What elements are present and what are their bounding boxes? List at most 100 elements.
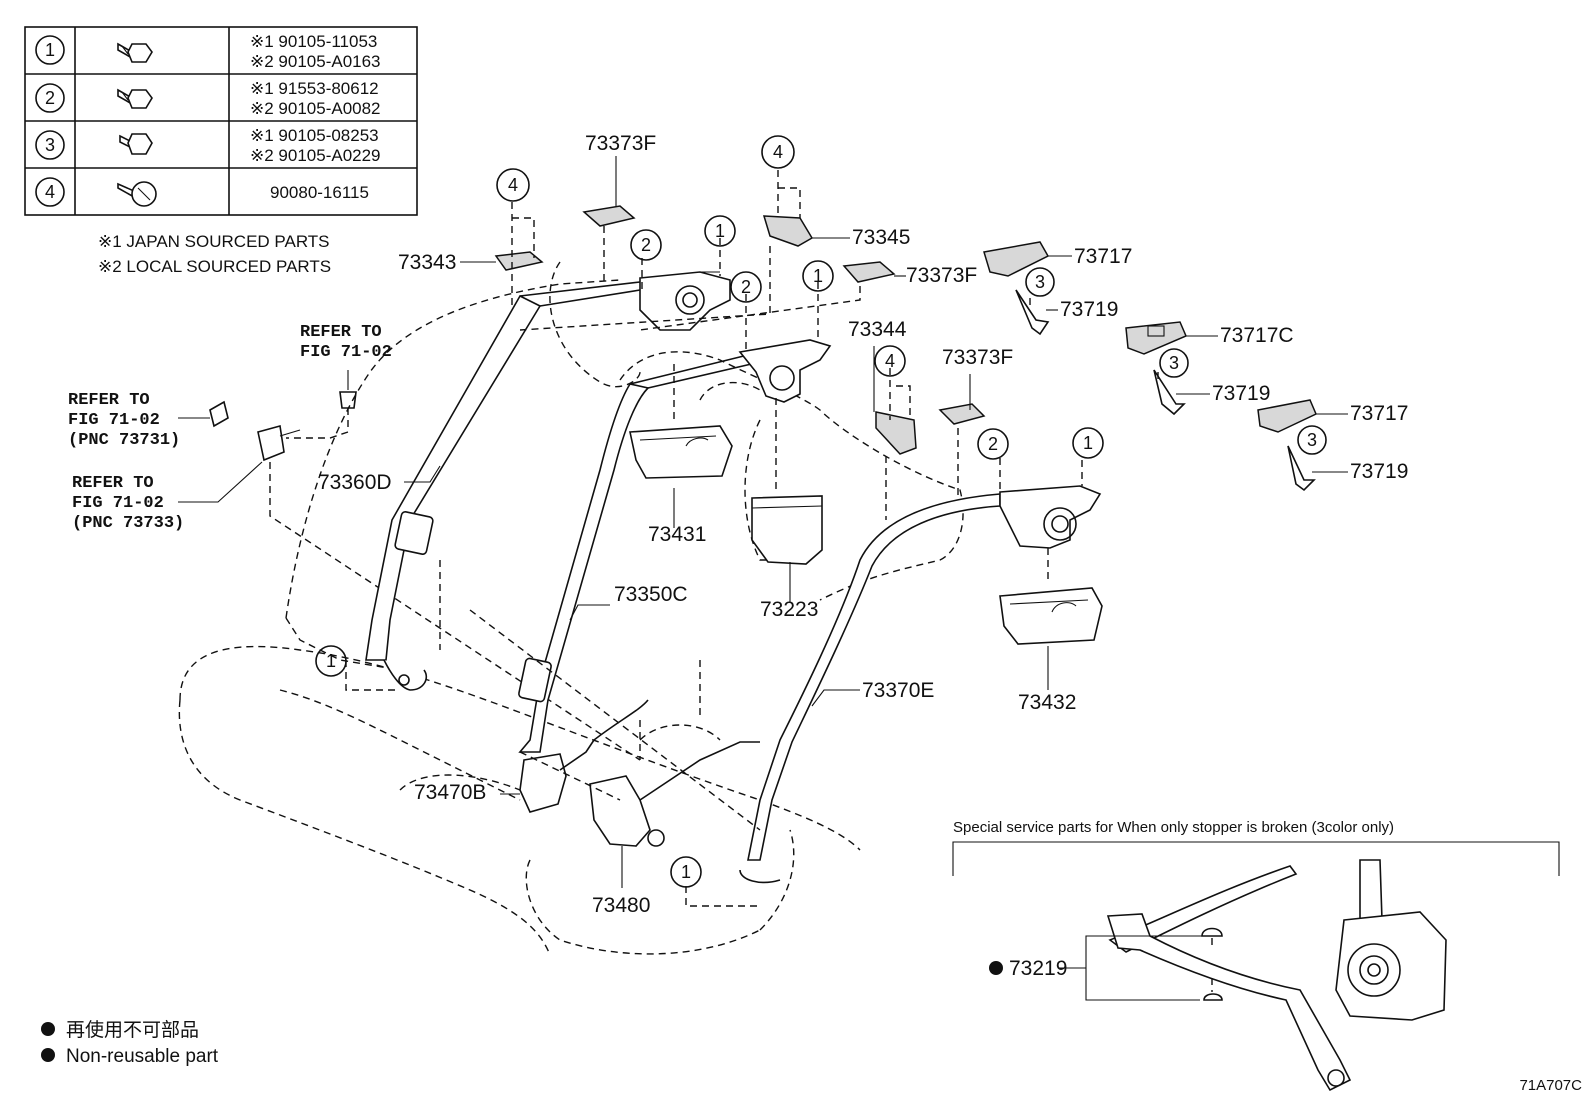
clip-icon — [257, 424, 301, 462]
legend-jp: 再使用不可部品 — [66, 1019, 199, 1041]
svg-text:3: 3 — [1035, 272, 1045, 292]
diagram-code: 71A707C — [1519, 1077, 1582, 1094]
table-row: 1 ※1 90105-11053 ※2 90105-A0163 — [35, 32, 381, 71]
rear-seat-outline — [178, 261, 964, 956]
refer-note-line: (PNC 73733) — [72, 514, 184, 533]
svg-text:3: 3 — [1307, 430, 1317, 450]
bolt-icon — [117, 88, 153, 109]
part-label: 73360D — [318, 471, 392, 494]
part-label: 73370E — [862, 679, 934, 702]
buckle-73480 — [589, 741, 760, 847]
svg-text:1: 1 — [681, 862, 691, 882]
legend: 再使用不可部品 Non-reusable part — [41, 1019, 219, 1067]
screw-icon — [339, 370, 357, 409]
svg-text:3: 3 — [1169, 353, 1179, 373]
callout-circle: 1 — [315, 645, 347, 677]
button-73717 — [983, 241, 1050, 277]
callout-circle: 1 — [704, 215, 736, 247]
cover-73432 — [999, 587, 1103, 645]
callout-circle: 3 — [1159, 348, 1189, 378]
callout-circle: 1 — [670, 856, 702, 888]
callout-circle: 3 — [1297, 425, 1327, 455]
refer-note-line: FIG 71-02 — [68, 411, 160, 430]
part-label: 73717 — [1350, 402, 1408, 425]
svg-text:4: 4 — [773, 142, 783, 162]
button-73717C — [1125, 321, 1187, 355]
callout-circle: 2 — [730, 271, 762, 303]
cover-73223 — [751, 495, 823, 565]
svg-text:4: 4 — [885, 351, 895, 371]
part-label: 73719 — [1212, 382, 1270, 405]
svg-text:2: 2 — [741, 277, 751, 297]
bolt-icon — [119, 133, 153, 155]
refer-note-line: REFER TO — [300, 323, 382, 342]
table-row: 4 90080-16115 — [35, 177, 369, 207]
clip-icon — [209, 400, 229, 428]
part-label: 73343 — [398, 251, 456, 274]
bolt-icon — [117, 42, 153, 63]
clip-73719 — [1287, 445, 1316, 492]
part-label: 73344 — [848, 318, 907, 341]
screw-icon — [117, 181, 157, 207]
part-label: 73219 — [1009, 957, 1067, 980]
table-ref-label: 3 — [45, 135, 55, 155]
source-note-local: ※2 LOCAL SOURCED PARTS — [98, 257, 331, 276]
part-number: ※2 90105-A0229 — [250, 146, 381, 165]
part-label: 73470B — [414, 781, 486, 804]
clip-73719 — [1153, 369, 1186, 416]
fastener-table: 1 ※1 90105-11053 ※2 90105-A0163 2 ※1 915… — [24, 26, 418, 216]
special-box-title: Special service parts for When only stop… — [953, 819, 1394, 836]
refer-note-line: FIG 71-02 — [300, 343, 392, 362]
part-label: 73373F — [942, 346, 1013, 369]
callout-circle: 4 — [496, 168, 530, 202]
table-row: 3 ※1 90105-08253 ※2 90105-A0229 — [35, 126, 381, 165]
part-label: 73345 — [852, 226, 910, 249]
callout-circle: 1 — [802, 260, 834, 292]
part-label: 73431 — [648, 523, 706, 546]
svg-text:2: 2 — [988, 434, 998, 454]
refer-note-line: (PNC 73731) — [68, 431, 180, 450]
clip-73719 — [1015, 289, 1050, 336]
svg-text:1: 1 — [326, 651, 336, 671]
cap-73373F — [842, 261, 896, 283]
cap-73373F — [582, 205, 636, 227]
leader-lines — [404, 156, 1348, 888]
part-number: ※1 91553-80612 — [250, 79, 379, 98]
svg-text:4: 4 — [508, 175, 518, 195]
svg-text:1: 1 — [715, 221, 725, 241]
callout-circle: 2 — [630, 229, 662, 261]
refer-note-line: FIG 71-02 — [72, 494, 164, 513]
cap-73344 — [875, 411, 917, 455]
part-label: 73717C — [1220, 324, 1294, 347]
part-label: 73223 — [760, 598, 818, 621]
part-label: 73373F — [585, 132, 656, 155]
retractor-right — [999, 485, 1102, 549]
refer-note-line: REFER TO — [68, 391, 150, 410]
retractor-center — [738, 339, 832, 403]
callout-circle: 4 — [761, 135, 795, 169]
source-note-japan: ※1 JAPAN SOURCED PARTS — [98, 232, 330, 251]
callout-circle: 3 — [1025, 267, 1055, 297]
svg-text:1: 1 — [813, 266, 823, 286]
svg-text:1: 1 — [1083, 433, 1093, 453]
part-label: 73717 — [1074, 245, 1132, 268]
seat-belt-73350C — [518, 351, 761, 753]
retractor-top — [639, 271, 731, 331]
svg-text:2: 2 — [641, 235, 651, 255]
legend-en: Non-reusable part — [66, 1046, 219, 1067]
part-label: 73432 — [1018, 691, 1076, 714]
cap-73343 — [494, 251, 544, 271]
table-ref-label: 4 — [45, 182, 55, 202]
seat-belt-73360D — [365, 281, 641, 691]
part-label: 73719 — [1060, 298, 1118, 321]
cover-73431 — [629, 425, 733, 479]
part-number: ※2 90105-A0082 — [250, 99, 381, 118]
callout-circle: 4 — [874, 345, 906, 377]
table-ref-label: 2 — [45, 88, 55, 108]
callout-circle: 2 — [977, 428, 1009, 460]
table-row: 2 ※1 91553-80612 ※2 90105-A0082 — [35, 79, 381, 118]
part-label: 73719 — [1350, 460, 1408, 483]
callout-circle: 1 — [1072, 427, 1104, 459]
